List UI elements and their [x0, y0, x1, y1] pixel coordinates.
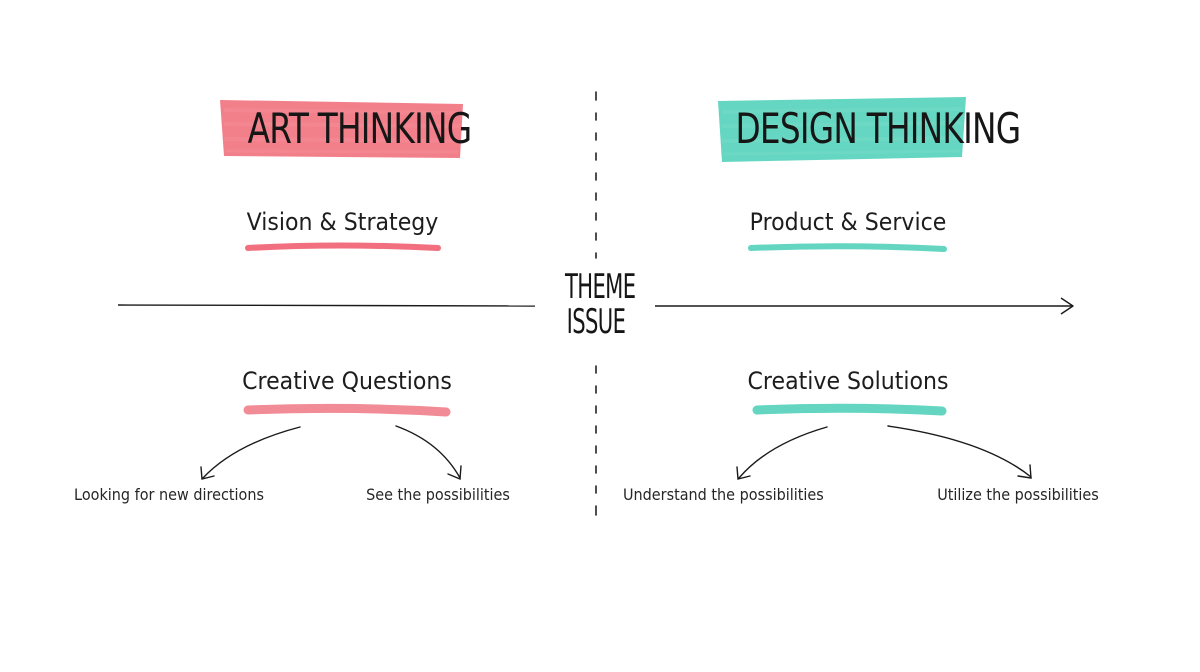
theme-label-line2: ISSUE [566, 301, 626, 342]
design-thinking-title: DESIGN THINKING [735, 104, 1021, 153]
vision-strategy-underline [245, 242, 441, 251]
creative-questions-label: Creative Questions [242, 367, 452, 395]
looking-for-new-directions-text: Looking for new directions [74, 485, 264, 504]
design-title-highlight [718, 97, 966, 162]
product-service-underline [748, 243, 947, 252]
creative-questions-underline [243, 403, 451, 417]
utilize-the-possibilities-text: Utilize the possibilities [937, 485, 1099, 504]
understand-the-possibilities-text: Understand the possibilities [623, 485, 824, 504]
horizontal-axis-left [117, 304, 536, 307]
design-branch-right-arrow [887, 425, 1032, 479]
see-the-possibilities-text: See the possibilities [366, 485, 510, 504]
creative-solutions-underline [752, 403, 947, 416]
vision-strategy-label: Vision & Strategy [246, 208, 439, 236]
theme-issue-label: THEME ISSUE [565, 267, 636, 342]
art-branch-left-arrow [200, 426, 301, 480]
product-service-label: Product & Service [749, 208, 947, 236]
theme-label-line1: THEME [565, 267, 636, 307]
art-thinking-title: ART THINKING [247, 104, 472, 153]
design-branch-left-arrow [736, 426, 828, 480]
art-branch-right-arrow [395, 425, 462, 481]
creative-solutions-label: Creative Solutions [747, 367, 949, 395]
art-title-highlight [220, 100, 463, 158]
axis-arrowhead-icon [1060, 297, 1074, 315]
